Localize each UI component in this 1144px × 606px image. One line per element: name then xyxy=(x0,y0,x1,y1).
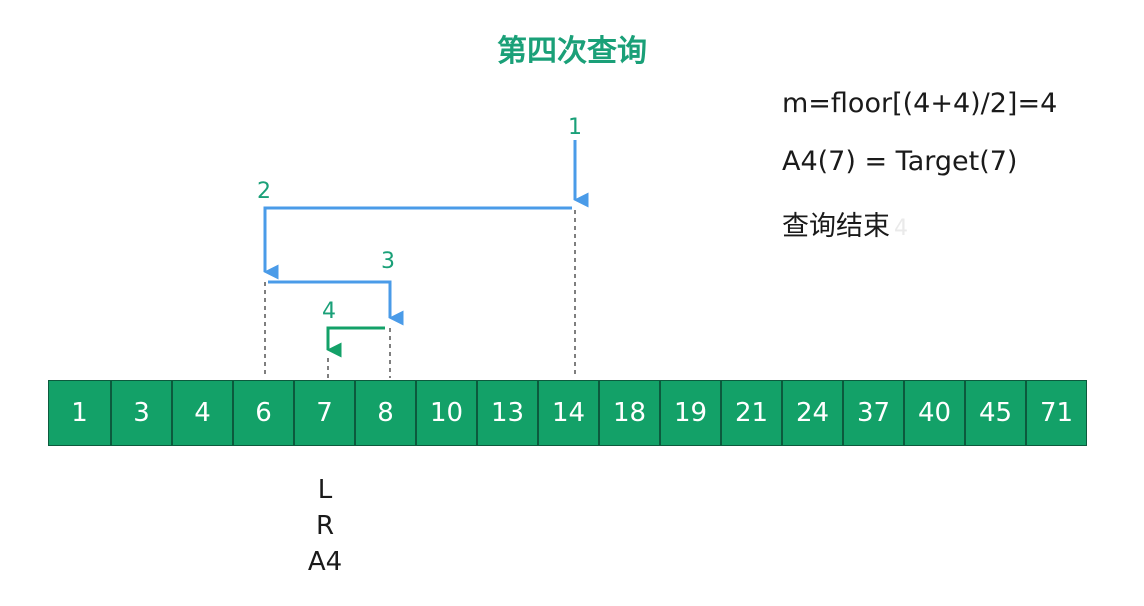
array-cell: 13 xyxy=(476,381,537,445)
array-cell: 7 xyxy=(293,381,354,445)
array-cell: 10 xyxy=(415,381,476,445)
array-cell: 45 xyxy=(964,381,1025,445)
array-cell: 40 xyxy=(903,381,964,445)
pointer-label-r: R xyxy=(315,511,335,541)
array-cell: 6 xyxy=(232,381,293,445)
step-label: 4 xyxy=(322,299,336,324)
pointer-label-a4: A4 xyxy=(307,547,343,577)
array-cell: 8 xyxy=(354,381,415,445)
comparison-text: A4(7) = Target(7) xyxy=(782,146,1018,177)
step-3-arrow xyxy=(268,280,404,326)
pointer-label-l: L xyxy=(317,475,333,505)
step-label: 3 xyxy=(381,249,395,274)
result-label: 查询结束 xyxy=(782,211,890,242)
array-cell: 18 xyxy=(598,381,659,445)
page-title: 第四次查询 xyxy=(497,34,647,69)
array-cell: 24 xyxy=(781,381,842,445)
step-4-arrow xyxy=(326,326,385,358)
pointer-labels: L R A4 xyxy=(300,472,350,580)
array-cell: 19 xyxy=(659,381,720,445)
array-cell: 21 xyxy=(720,381,781,445)
array-cell: 1 xyxy=(49,381,110,445)
array-cell: 3 xyxy=(110,381,171,445)
array-cell: 14 xyxy=(537,381,598,445)
step-label: 2 xyxy=(257,179,271,204)
array-cell: 71 xyxy=(1025,381,1086,445)
step-2-arrow xyxy=(263,206,572,280)
step-label: 1 xyxy=(568,115,582,140)
sorted-array: 1 3 4 6 7 8 10 13 14 18 19 21 24 37 40 4… xyxy=(48,380,1087,446)
array-cell: 37 xyxy=(842,381,903,445)
midpoint-formula: m=floor[(4+4)/2]=4 xyxy=(782,88,1058,119)
array-cell: 4 xyxy=(171,381,232,445)
ghost-text: 4 xyxy=(894,216,908,241)
